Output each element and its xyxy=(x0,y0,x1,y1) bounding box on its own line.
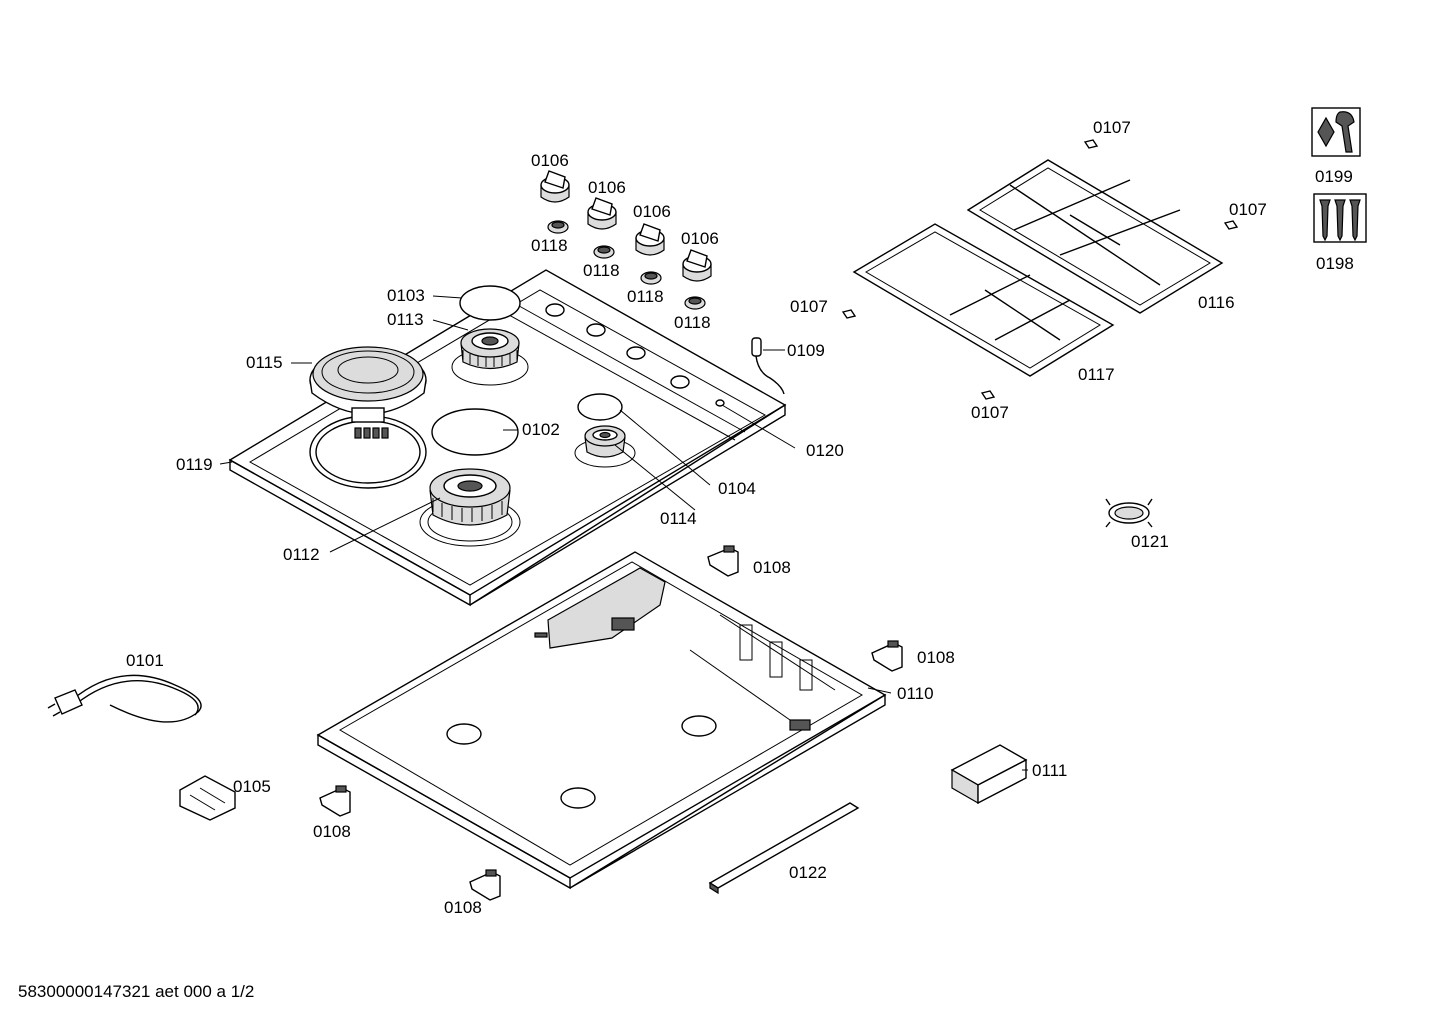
knob-bezels xyxy=(547,220,706,310)
mounting-brackets xyxy=(319,545,903,901)
callout-label: 0107 xyxy=(790,297,828,316)
callout-label: 0106 xyxy=(681,229,719,248)
electric-hotplate xyxy=(309,346,427,439)
callout-label: 0108 xyxy=(444,898,482,917)
burner-ring-0113 xyxy=(460,328,520,370)
callout-label: 0106 xyxy=(531,151,569,170)
callout-label: 0103 xyxy=(387,286,425,305)
burner-cap-large xyxy=(431,408,519,456)
seal-strip xyxy=(708,802,860,895)
callout-label: 0117 xyxy=(1078,365,1115,384)
callout-label: 0104 xyxy=(718,479,756,498)
callout-label: 0114 xyxy=(660,509,697,528)
callout-label: 0115 xyxy=(246,353,283,372)
burner-ring-0112 xyxy=(429,468,511,526)
callout-label: 0118 xyxy=(627,287,664,306)
callout-label: 0102 xyxy=(522,420,560,439)
power-cord xyxy=(47,674,202,723)
control-knobs xyxy=(540,170,712,282)
burner-cap-auxiliary xyxy=(577,393,623,421)
callout-label: 0121 xyxy=(1131,532,1169,551)
bottom-tray xyxy=(316,551,887,890)
pan-support-0116 xyxy=(966,159,1224,314)
document-id-footer: 58300000147321 aet 000 a 1/2 xyxy=(18,982,255,1001)
callout-label: 0111 xyxy=(1032,761,1068,780)
callout-label: 0118 xyxy=(583,261,620,280)
callout-label: 0108 xyxy=(753,558,791,577)
cable-clamp xyxy=(179,775,236,821)
callout-label: 0106 xyxy=(633,202,671,221)
rubber-feet xyxy=(841,139,1239,400)
burner-cap-small xyxy=(459,285,521,321)
callout-label: 0101 xyxy=(126,651,164,670)
callout-label: 0119 xyxy=(176,455,213,474)
callout-label: 0199 xyxy=(1315,167,1353,186)
callout-label: 0105 xyxy=(233,777,271,796)
ignition-electrode xyxy=(751,337,785,395)
callout-label: 0113 xyxy=(387,310,424,329)
callout-label: 0108 xyxy=(917,648,955,667)
callout-label: 0109 xyxy=(787,341,825,360)
callout-label: 0107 xyxy=(971,403,1009,422)
callout-label: 0107 xyxy=(1229,200,1267,219)
burner-ring-0114 xyxy=(584,425,626,458)
junction-box xyxy=(950,744,1028,805)
callout-label: 0110 xyxy=(897,684,934,703)
wok-ring xyxy=(1105,498,1153,528)
callout-label: 0120 xyxy=(806,441,844,460)
callout-label: 0106 xyxy=(588,178,626,197)
pan-support-0117 xyxy=(852,223,1115,377)
leader-lines xyxy=(219,295,1028,771)
callout-label: 0198 xyxy=(1316,254,1354,273)
screws-icon xyxy=(1313,193,1367,243)
wrench-nut-icon xyxy=(1311,107,1361,157)
callout-label: 0107 xyxy=(1093,118,1131,137)
callout-label: 0118 xyxy=(674,313,711,332)
callout-label: 0118 xyxy=(531,236,568,255)
callout-label: 0116 xyxy=(1198,293,1235,312)
callout-label: 0112 xyxy=(283,545,320,564)
callout-label: 0108 xyxy=(313,822,351,841)
callout-label: 0122 xyxy=(789,863,827,882)
